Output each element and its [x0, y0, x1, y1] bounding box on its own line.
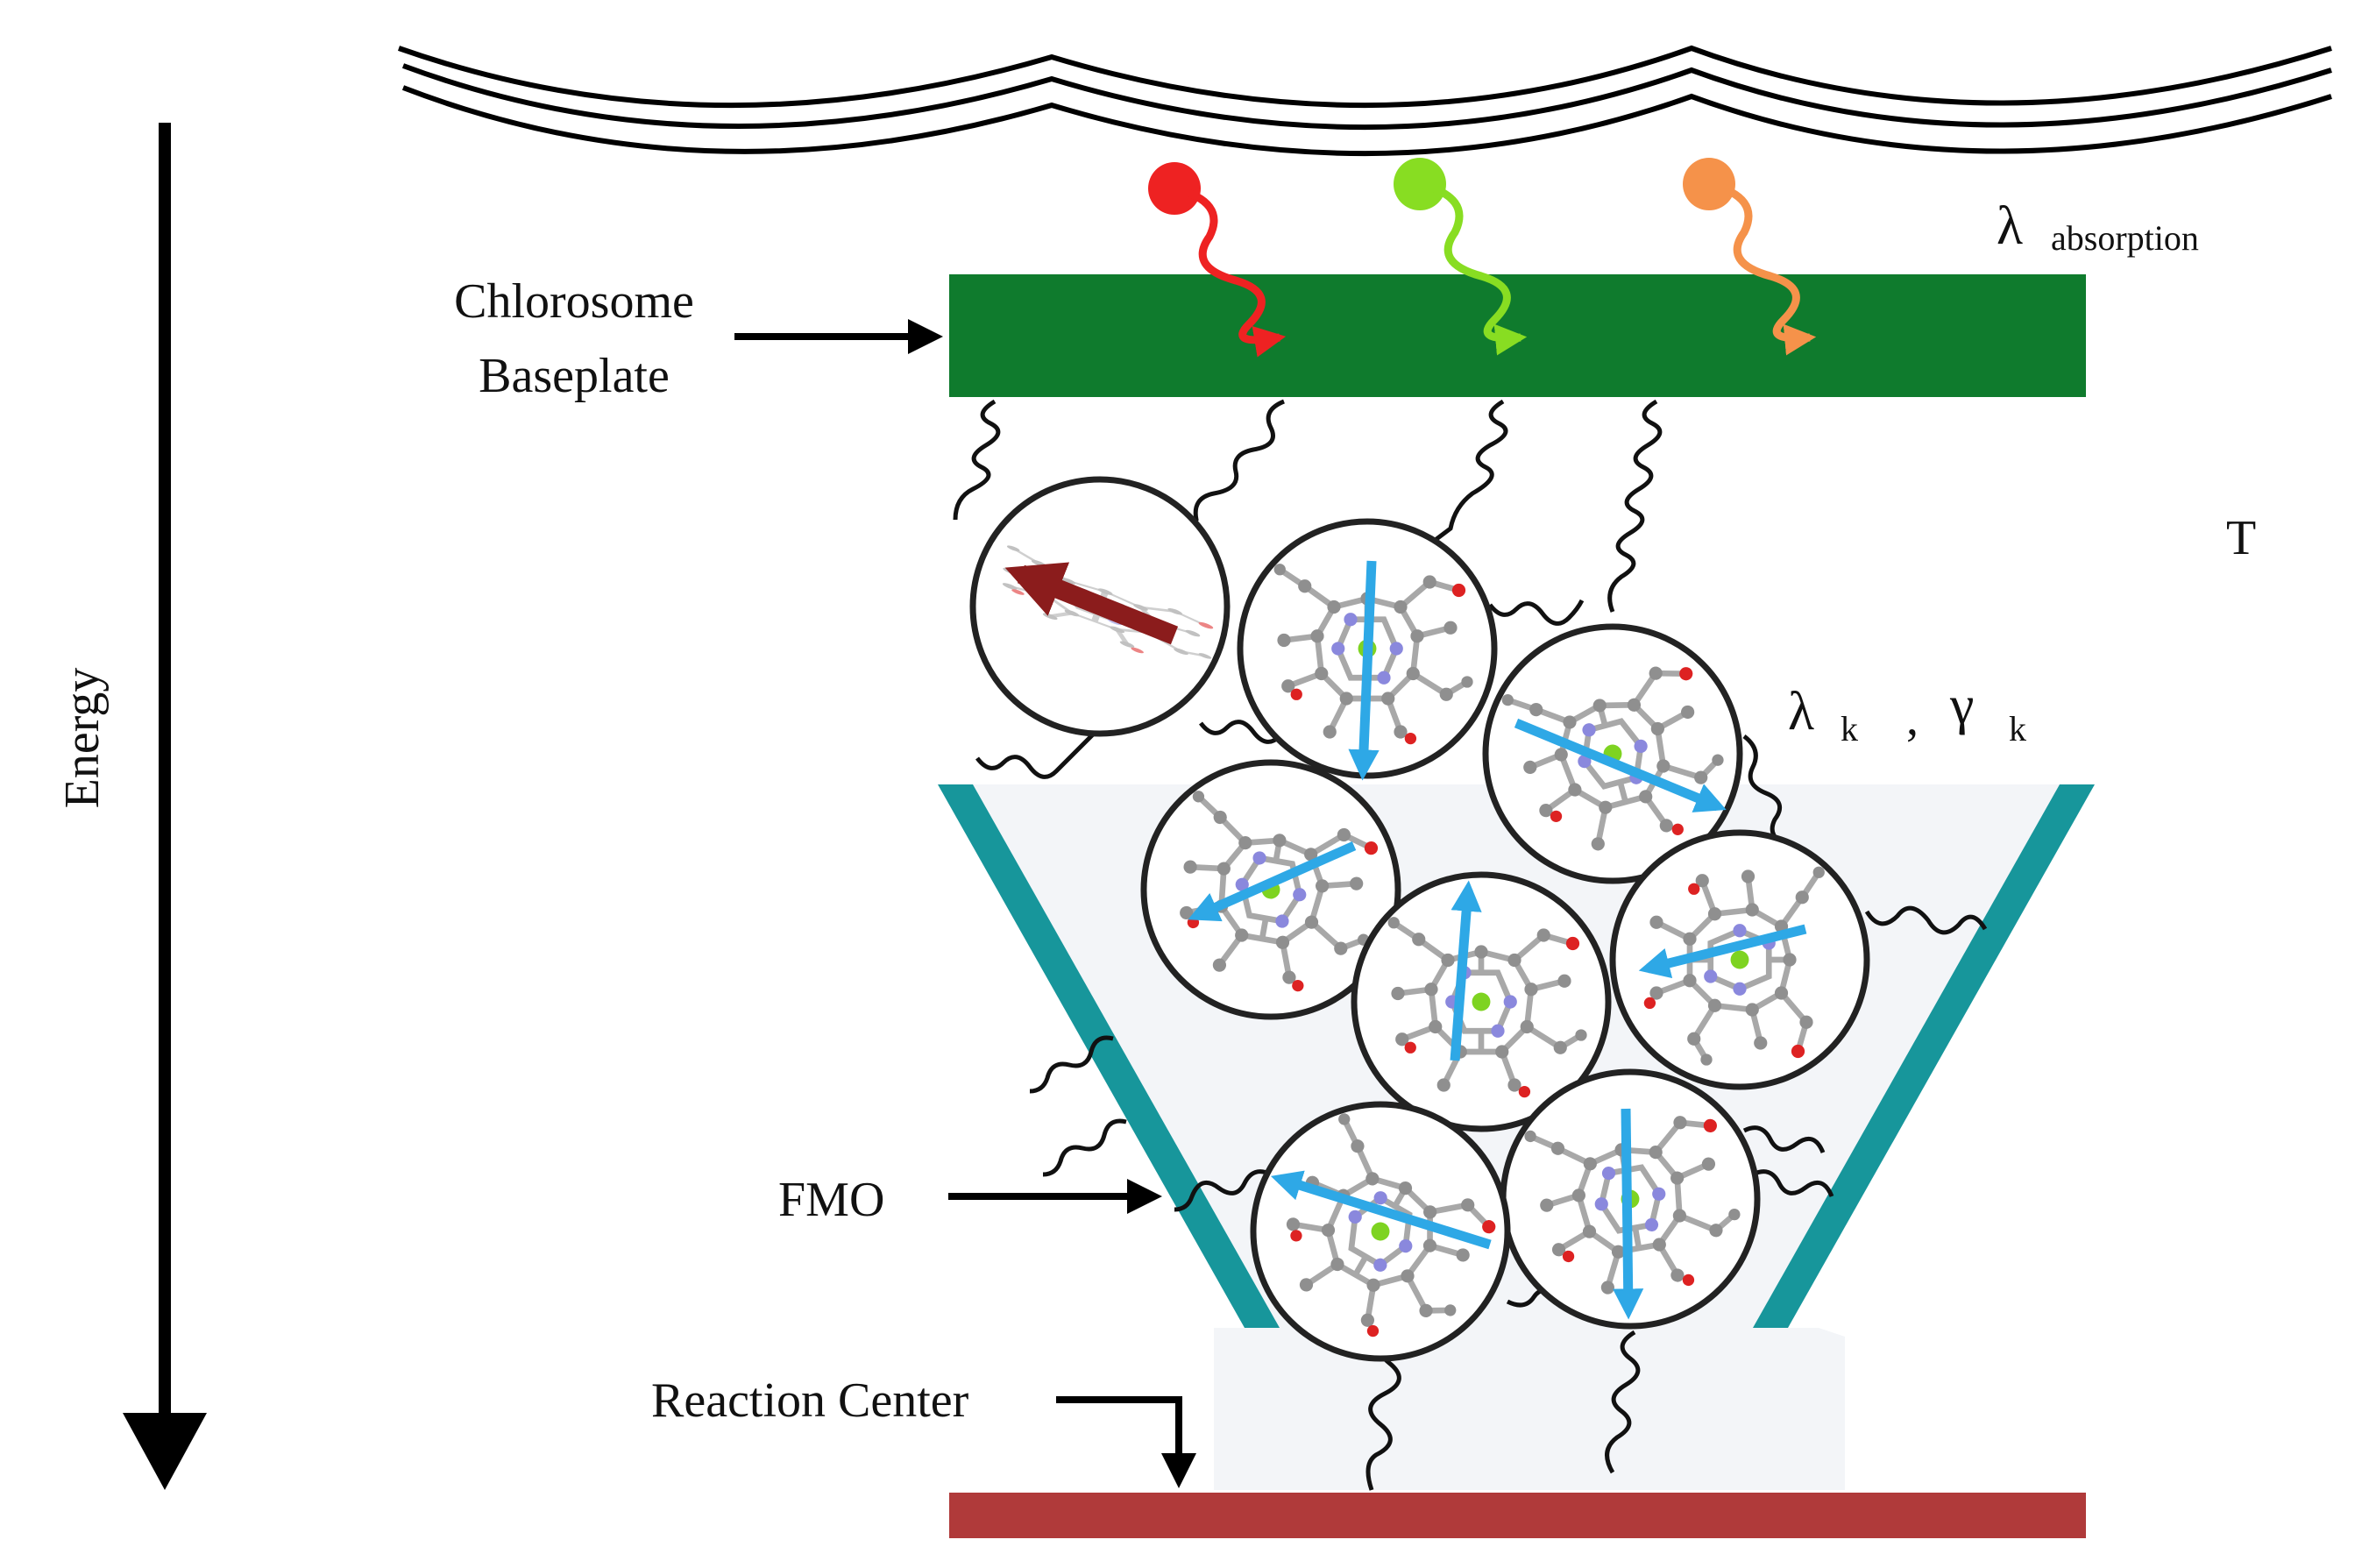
fmo-label: FMO [778, 1173, 884, 1227]
energy-axis [123, 123, 207, 1490]
chromophore-4 [1140, 759, 1401, 1020]
photon-green [1394, 158, 1528, 356]
dipole-arrow [1638, 924, 1807, 979]
chromophore-5 [1609, 829, 1870, 1090]
temperature-label: T [2226, 511, 2256, 565]
chromophore-8 [1252, 1101, 1514, 1367]
gamma-k-symbol: γ [1949, 676, 1974, 735]
lambda-k-symbol: λ [1788, 682, 1814, 741]
lambda-absorption-symbol: λ [1997, 196, 2023, 256]
parameter-separator: , [1906, 692, 1919, 746]
photon-red [1148, 162, 1287, 358]
energy-label: Energy [55, 668, 110, 809]
dipole-arrow [1450, 880, 1482, 1061]
reaction-center-pointer-arrow [1056, 1396, 1196, 1488]
incident-light-arcs [398, 45, 2332, 157]
chromophore-1 [969, 476, 1231, 737]
wavy-arrow-icon [1418, 180, 1528, 356]
dipole-arrow [1348, 560, 1380, 781]
gamma-k-subscript: k [2009, 709, 2026, 749]
chromophore-3 [1482, 623, 1743, 884]
lambda-absorption-subscript: absorption [2051, 218, 2199, 258]
dipole-arrow [1270, 1170, 1492, 1250]
wavy-arrow-icon [1707, 180, 1817, 356]
chlorosome-label-line1: Chlorosome [454, 274, 694, 329]
chlorosome-label-line2: Baseplate [479, 349, 670, 403]
wavy-arrow-icon [1173, 184, 1287, 358]
dipole-arrow [1613, 1108, 1644, 1320]
dipole-arrow [1188, 841, 1357, 922]
dipole-arrow [1514, 718, 1727, 812]
reaction-center-bar [949, 1493, 2086, 1538]
chromophore-6 [1351, 871, 1612, 1132]
chromophore-7 [1500, 1068, 1761, 1330]
reaction-center-label: Reaction Center [651, 1373, 969, 1428]
dipole-arrow [1004, 562, 1179, 645]
lambda-k-subscript: k [1841, 709, 1858, 749]
chromophore-2 [1237, 518, 1498, 781]
photon-orange [1683, 158, 1817, 356]
